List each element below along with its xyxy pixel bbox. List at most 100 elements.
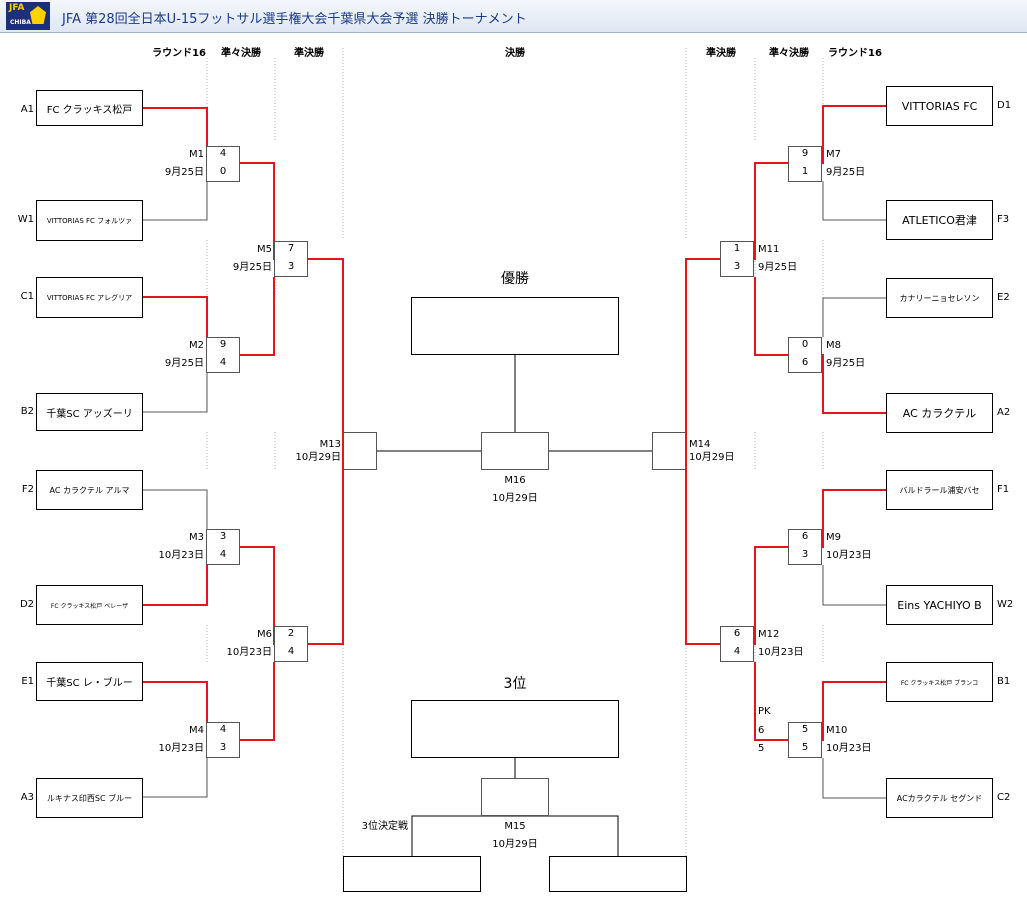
team-box: Eins YACHIYO B [886, 585, 993, 625]
match-id: M3 [189, 532, 204, 543]
third-place-label: 3位 [503, 676, 527, 692]
bracket-line [822, 181, 886, 221]
score-bottom: 3 [219, 742, 227, 753]
bracket-line [143, 451, 344, 645]
seed-label: D1 [997, 100, 1012, 111]
seed-label: B1 [997, 676, 1011, 687]
pk-label: PK [758, 706, 771, 717]
match-id: M4 [189, 725, 204, 736]
score-top: 2 [287, 628, 295, 639]
score-box [481, 778, 549, 816]
team-box: VITTORIAS FC アレグリア [36, 277, 143, 318]
match-id: M5 [257, 244, 272, 255]
score-bottom: 3 [733, 261, 741, 272]
champion-label: 優勝 [501, 271, 529, 287]
score-box [652, 432, 686, 470]
bracket-line [685, 105, 886, 451]
score-top: 7 [287, 243, 295, 254]
match-id: M14 [689, 439, 711, 450]
match-date: 10月29日 [492, 839, 538, 850]
score-box [481, 432, 549, 470]
seed-label: D2 [19, 599, 34, 610]
seed-label: E2 [997, 292, 1010, 303]
match-id: M12 [758, 629, 780, 640]
score-box [206, 529, 240, 565]
score-box [788, 146, 822, 182]
seed-label: A3 [20, 792, 34, 803]
match-id: M9 [826, 532, 841, 543]
score-top: 1 [733, 243, 741, 254]
bracket-line [143, 373, 208, 413]
match-date: 9月25日 [164, 167, 204, 178]
team-box: 千葉SC アッズーリ [36, 393, 143, 431]
round-label-qf-right: 準々決勝 [769, 48, 809, 59]
seed-label: F3 [997, 214, 1010, 225]
bracket-line [143, 107, 344, 451]
score-bottom: 4 [287, 646, 295, 657]
match-id: M11 [758, 244, 780, 255]
bracket-line [822, 297, 886, 337]
match-date: 10月23日 [826, 550, 872, 561]
third-place-box [411, 700, 619, 758]
team-box: AC カラクテル [886, 393, 993, 433]
bracket-line [822, 565, 886, 606]
third-playoff-slot-left [343, 856, 481, 892]
seed-label: F2 [21, 484, 34, 495]
score-bottom: 5 [801, 742, 809, 753]
match-date: 10月29日 [295, 452, 341, 463]
logo-text: JFA [9, 3, 25, 13]
round-label-final: 決勝 [505, 48, 525, 59]
score-bottom: 3 [801, 549, 809, 560]
match-id: M10 [826, 725, 848, 736]
bracket-line [754, 662, 886, 741]
score-bottom: 3 [287, 261, 295, 272]
match-date: 9月25日 [826, 167, 866, 178]
team-box: カナリーニョセレソン [886, 278, 993, 318]
seed-label: E1 [21, 676, 34, 687]
match-date: 10月29日 [689, 452, 735, 463]
seed-label: B2 [20, 406, 34, 417]
score-top: 0 [801, 339, 809, 350]
round-label-r16-right: ラウンド16 [828, 48, 882, 59]
match-id: M8 [826, 340, 841, 351]
team-box: VITTORIAS FC フォルツァ [36, 200, 143, 241]
match-date: 9月25日 [164, 358, 204, 369]
score-bottom: 4 [219, 549, 227, 560]
bracket-line [143, 489, 208, 529]
match-id: M15 [504, 821, 526, 832]
page-title: JFA 第28回全日本U-15フットサル選手権大会千葉県大会予選 決勝トーナメン… [62, 12, 527, 27]
score-top: 5 [801, 724, 809, 735]
score-bottom: 1 [801, 166, 809, 177]
score-bottom: 6 [801, 357, 809, 368]
team-box: FC クラッキス松戸 ベレーザ [36, 585, 143, 625]
match-id: M7 [826, 149, 841, 160]
match-id: M2 [189, 340, 204, 351]
score-box [206, 146, 240, 182]
match-date: 10月23日 [158, 550, 204, 561]
bracket-line [822, 758, 886, 799]
seed-label: C2 [997, 792, 1011, 803]
seed-label: A2 [997, 407, 1011, 418]
score-bottom: 4 [219, 357, 227, 368]
team-box: バルドラール浦安バセ [886, 470, 993, 510]
bracket-line [411, 815, 619, 856]
score-box [788, 722, 822, 758]
round-label-r16-left: ラウンド16 [152, 48, 206, 59]
third-playoff-slot-right [549, 856, 687, 892]
round-label-sf-right: 準決勝 [706, 48, 736, 59]
third-playoff-label: 3位決定戦 [361, 821, 408, 832]
score-top: 9 [801, 148, 809, 159]
match-date: 9月25日 [232, 262, 272, 273]
match-id: 10月23日 [158, 743, 204, 754]
score-top: 6 [801, 531, 809, 542]
crow-emblem-icon [30, 6, 46, 24]
score-bottom: 4 [733, 646, 741, 657]
team-box: ACカラクテル セグンド [886, 778, 993, 818]
match-date: 10月23日 [758, 647, 804, 658]
score-bottom: 0 [219, 166, 227, 177]
match-id: M1 [189, 149, 204, 160]
team-box: 千葉SC レ・ブルー [36, 662, 143, 701]
round-label-qf-left: 準々決勝 [221, 48, 261, 59]
score-box [274, 626, 308, 662]
match-date: 10月23日 [826, 743, 872, 754]
